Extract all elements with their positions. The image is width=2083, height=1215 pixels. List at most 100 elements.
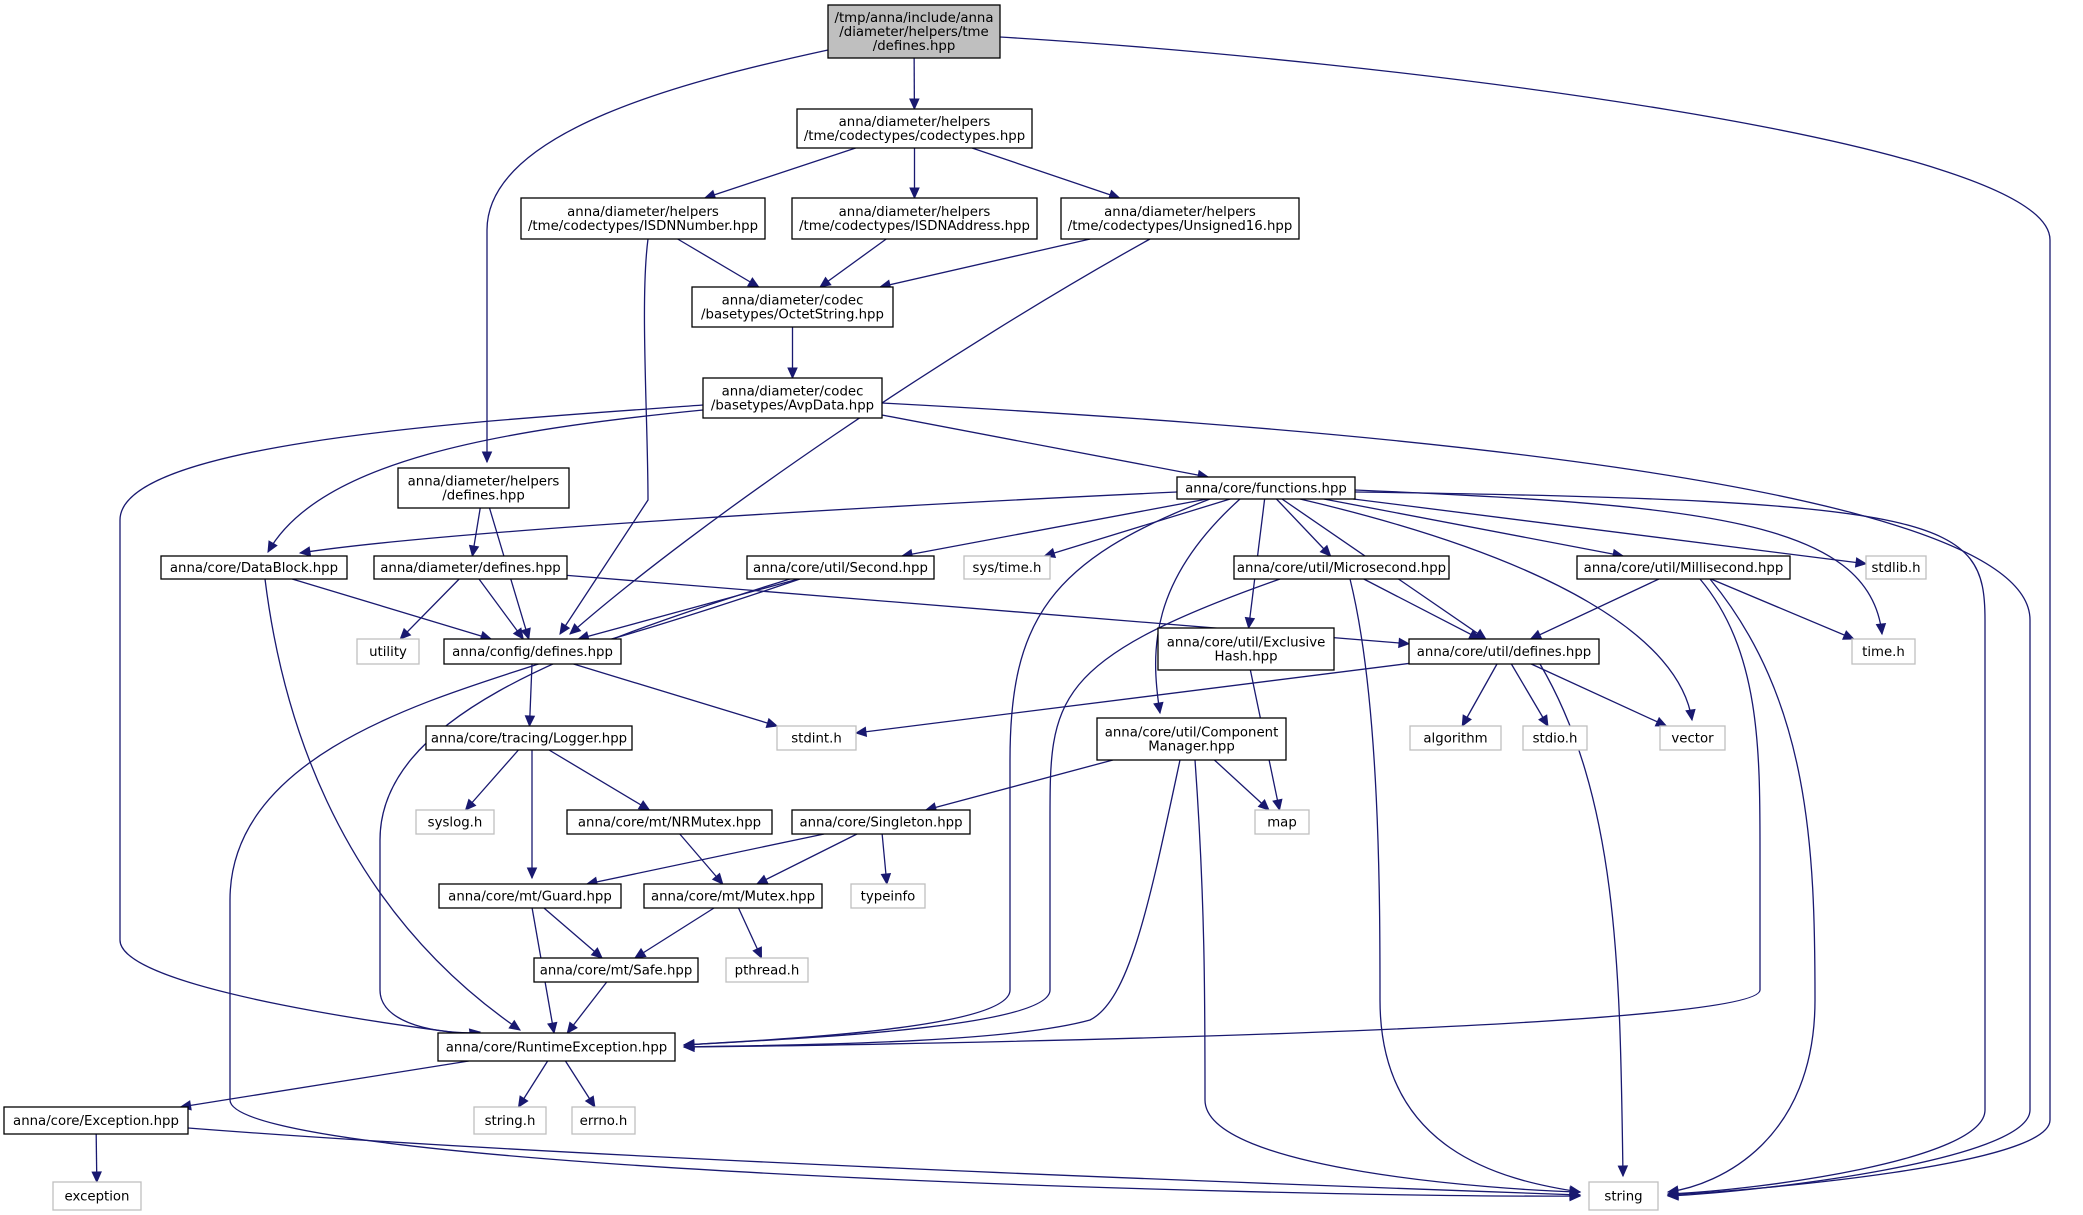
node-componentmanager-box[interactable] <box>1096 717 1287 761</box>
edge-millisecond-to-util_defines-line <box>1530 578 1660 640</box>
node-stringh[interactable]: string.h <box>473 1106 547 1135</box>
node-systime-box[interactable] <box>963 555 1051 580</box>
node-datablock[interactable]: anna/core/DataBlock.hpp <box>160 555 348 580</box>
node-syslog-box[interactable] <box>415 809 495 835</box>
node-helpers_defines[interactable]: anna/diameter/helpers/defines.hpp <box>397 467 570 509</box>
node-isdnnumber-box[interactable] <box>520 197 766 240</box>
node-datablock-box[interactable] <box>160 555 348 580</box>
node-exception[interactable]: exception <box>52 1181 142 1211</box>
node-syslog[interactable]: syslog.h <box>415 809 495 835</box>
node-runtimeexception-box[interactable] <box>437 1032 676 1062</box>
node-avpdata-box[interactable] <box>702 377 883 419</box>
node-exception_hpp[interactable]: anna/core/Exception.hpp <box>3 1106 189 1135</box>
node-errnoh-box[interactable] <box>571 1106 636 1135</box>
node-pthread[interactable]: pthread.h <box>725 957 809 983</box>
edge-diameter_defines-to-config_defines <box>478 578 524 640</box>
node-functions[interactable]: anna/core/functions.hpp <box>1176 476 1356 500</box>
node-typeinfo[interactable]: typeinfo <box>850 883 926 909</box>
node-microsecond-box[interactable] <box>1233 555 1450 580</box>
node-algorithm[interactable]: algorithm <box>1409 725 1502 751</box>
node-stdint[interactable]: stdint.h <box>776 725 857 751</box>
node-timeh[interactable]: time.h <box>1851 638 1916 665</box>
node-safe-box[interactable] <box>533 957 699 983</box>
node-exclusivehash-box[interactable] <box>1157 627 1335 671</box>
node-util_defines[interactable]: anna/core/util/defines.hpp <box>1408 638 1600 665</box>
node-vector[interactable]: vector <box>1659 725 1726 751</box>
node-stringh-box[interactable] <box>473 1106 547 1135</box>
node-root-box[interactable] <box>827 4 1001 59</box>
node-string[interactable]: string <box>1588 1181 1659 1211</box>
node-unsigned16[interactable]: anna/diameter/helpers/tme/codectypes/Uns… <box>1060 197 1300 240</box>
node-runtimeexception[interactable]: anna/core/RuntimeException.hpp <box>437 1032 676 1062</box>
node-isdnaddress[interactable]: anna/diameter/helpers/tme/codectypes/ISD… <box>791 197 1038 240</box>
node-exception-box[interactable] <box>52 1181 142 1211</box>
node-microsecond[interactable]: anna/core/util/Microsecond.hpp <box>1233 555 1450 580</box>
node-avpdata[interactable]: anna/diameter/codec/basetypes/AvpData.hp… <box>702 377 883 419</box>
node-singleton[interactable]: anna/core/Singleton.hpp <box>791 809 971 835</box>
node-config_defines-box[interactable] <box>443 638 622 665</box>
node-singleton-box[interactable] <box>791 809 971 835</box>
node-logger[interactable]: anna/core/tracing/Logger.hpp <box>425 725 633 751</box>
node-octetstring[interactable]: anna/diameter/codec/basetypes/OctetStrin… <box>691 286 894 328</box>
node-isdnaddress-label-0: anna/diameter/helpers <box>839 205 991 220</box>
node-mutex-label-0: anna/core/mt/Mutex.hpp <box>651 890 815 905</box>
node-systime[interactable]: sys/time.h <box>963 555 1051 580</box>
node-map[interactable]: map <box>1254 809 1310 835</box>
node-nrmutex[interactable]: anna/core/mt/NRMutex.hpp <box>566 809 773 835</box>
node-mutex-box[interactable] <box>643 883 823 909</box>
node-string-box[interactable] <box>1588 1181 1659 1211</box>
edge-isdnnumber-to-octetstring-arrowhead <box>746 277 760 288</box>
node-codectypes[interactable]: anna/diameter/helpers/tme/codectypes/cod… <box>796 108 1033 149</box>
node-stdint-label-0: stdint.h <box>791 732 842 747</box>
node-unsigned16-box[interactable] <box>1060 197 1300 240</box>
edge-componentmanager-to-map-line <box>1213 759 1270 811</box>
node-stdio[interactable]: stdio.h <box>1522 725 1588 751</box>
node-root[interactable]: /tmp/anna/include/anna/diameter/helpers/… <box>827 4 1001 59</box>
edge-functions-to-exclusivehash-arrowhead <box>1244 616 1256 630</box>
node-guard[interactable]: anna/core/mt/Guard.hpp <box>438 883 622 909</box>
node-vector-box[interactable] <box>1659 725 1726 751</box>
node-config_defines[interactable]: anna/config/defines.hpp <box>443 638 622 665</box>
node-safe[interactable]: anna/core/mt/Safe.hpp <box>533 957 699 983</box>
node-guard-box[interactable] <box>438 883 622 909</box>
node-pthread-box[interactable] <box>725 957 809 983</box>
node-errnoh[interactable]: errno.h <box>571 1106 636 1135</box>
node-utility-box[interactable] <box>356 638 420 665</box>
node-logger-box[interactable] <box>425 725 633 751</box>
node-millisecond-box[interactable] <box>1576 555 1791 580</box>
node-codectypes-box[interactable] <box>796 108 1033 149</box>
edge-millisecond-to-string-line <box>1667 578 1816 1193</box>
node-algorithm-box[interactable] <box>1409 725 1502 751</box>
node-exception_hpp-box[interactable] <box>3 1106 189 1135</box>
node-isdnnumber[interactable]: anna/diameter/helpers/tme/codectypes/ISD… <box>520 197 766 240</box>
node-second-box[interactable] <box>746 555 935 580</box>
edge-mutex-to-safe <box>633 907 715 959</box>
node-typeinfo-box[interactable] <box>850 883 926 909</box>
node-utility[interactable]: utility <box>356 638 420 665</box>
edge-avpdata-to-datablock-line <box>267 409 704 553</box>
node-stdlib-box[interactable] <box>1865 555 1927 580</box>
node-util_defines-box[interactable] <box>1408 638 1600 665</box>
edge-isdnaddress-to-octetstring <box>819 238 887 288</box>
edge-unsigned16-to-config_defines-arrowhead <box>569 623 582 635</box>
node-second[interactable]: anna/core/util/Second.hpp <box>746 555 935 580</box>
node-diameter_defines[interactable]: anna/diameter/defines.hpp <box>373 555 568 580</box>
edge-codectypes-to-isdnnumber <box>703 147 856 200</box>
node-stdio-box[interactable] <box>1522 725 1588 751</box>
node-algorithm-label-0: algorithm <box>1423 732 1487 747</box>
node-nrmutex-box[interactable] <box>566 809 773 835</box>
edge-componentmanager-to-singleton-line <box>925 759 1114 811</box>
node-isdnaddress-box[interactable] <box>791 197 1038 240</box>
node-stdint-box[interactable] <box>776 725 857 751</box>
node-octetstring-box[interactable] <box>691 286 894 328</box>
node-map-box[interactable] <box>1254 809 1310 835</box>
node-millisecond[interactable]: anna/core/util/Millisecond.hpp <box>1576 555 1791 580</box>
node-functions-box[interactable] <box>1176 476 1356 500</box>
node-helpers_defines-box[interactable] <box>397 467 570 509</box>
node-diameter_defines-box[interactable] <box>373 555 568 580</box>
node-stdlib[interactable]: stdlib.h <box>1865 555 1927 580</box>
node-mutex[interactable]: anna/core/mt/Mutex.hpp <box>643 883 823 909</box>
node-timeh-box[interactable] <box>1851 638 1916 665</box>
